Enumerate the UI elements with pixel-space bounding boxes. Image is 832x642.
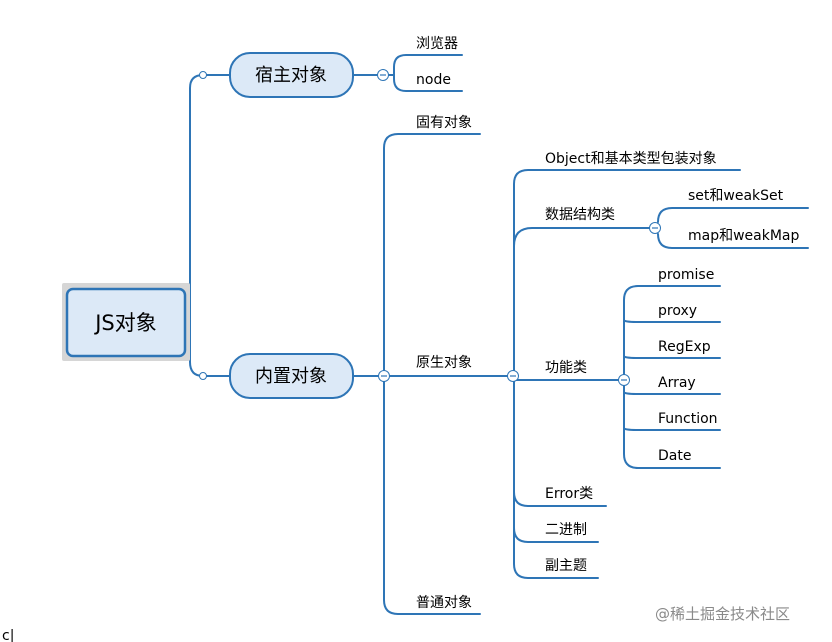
node-set-weakset[interactable]: set和weakSet [688, 188, 784, 204]
node-functional[interactable]: 功能类 [545, 360, 587, 376]
edge-func-trunk [623, 285, 721, 469]
edge-ds-map [657, 233, 809, 249]
node-map-weakmap[interactable]: map和weakMap [688, 228, 800, 244]
watermark: @稀土掘金技术社区 [655, 605, 790, 623]
edge-func-regexp [623, 355, 721, 359]
edge-builtin-trunk [383, 133, 481, 615]
node-native-object[interactable]: 原生对象 [416, 355, 472, 371]
builtin-object-label: 内置对象 [255, 366, 327, 387]
edge-native-binary [513, 527, 599, 543]
node-promise[interactable]: promise [658, 267, 714, 283]
node-proxy[interactable]: proxy [658, 303, 697, 319]
edge-func-proxy [623, 319, 721, 323]
node-date[interactable]: Date [658, 448, 691, 464]
root-node-box [65, 287, 187, 358]
edge-ds-set [657, 207, 809, 223]
edge-root-builtin [189, 321, 231, 377]
host-object-box [229, 52, 354, 98]
collapse-handles [199, 69, 661, 386]
edge-native-ds [513, 227, 653, 247]
edge-native-functional [513, 375, 619, 381]
edge-root-host [185, 74, 231, 323]
node-node[interactable]: node [416, 72, 451, 88]
collapse-toggle-data-structures[interactable] [649, 222, 661, 234]
edge-func-function [623, 427, 721, 431]
root-node[interactable]: JS对象 [62, 283, 190, 361]
collapse-toggle-functional[interactable] [618, 374, 630, 386]
node-function[interactable]: Function [658, 411, 718, 427]
node-data-structures[interactable]: 数据结构类 [545, 207, 615, 223]
builtin-object-node[interactable]: 内置对象 [229, 353, 354, 399]
edge-func-array [623, 391, 721, 395]
host-object-node[interactable]: 宿主对象 [229, 52, 354, 98]
edge-native-trunk [513, 169, 741, 579]
node-subtopic[interactable]: 副主题 [545, 558, 587, 574]
node-regexp[interactable]: RegExp [658, 339, 711, 355]
collapse-toggle-builtin[interactable] [378, 370, 390, 382]
host-object-label: 宿主对象 [255, 65, 327, 86]
node-array[interactable]: Array [658, 375, 696, 391]
edge-host-node [393, 74, 463, 92]
node-error[interactable]: Error类 [545, 486, 593, 502]
node-object-wrappers[interactable]: Object和基本类型包装对象 [545, 150, 717, 167]
collapse-toggle-native[interactable] [507, 370, 519, 382]
connector-lines [185, 54, 809, 615]
subtopic-labels: 浏览器 node 固有对象 原生对象 普通对象 Object和基本类型包装对象 … [416, 36, 800, 611]
edge-native-error [513, 491, 607, 507]
connector-dot-builtin [199, 372, 207, 380]
connector-dot-host [199, 71, 207, 79]
stray-text: c| [2, 628, 14, 642]
node-intrinsic-object[interactable]: 固有对象 [416, 115, 472, 131]
node-binary[interactable]: 二进制 [545, 522, 587, 538]
node-browser[interactable]: 浏览器 [416, 36, 458, 52]
root-node-label: JS对象 [93, 311, 157, 335]
collapse-toggle-host[interactable] [377, 69, 389, 81]
node-ordinary-object[interactable]: 普通对象 [416, 595, 472, 611]
edge-host-browser [387, 54, 463, 76]
builtin-object-box [229, 353, 354, 399]
